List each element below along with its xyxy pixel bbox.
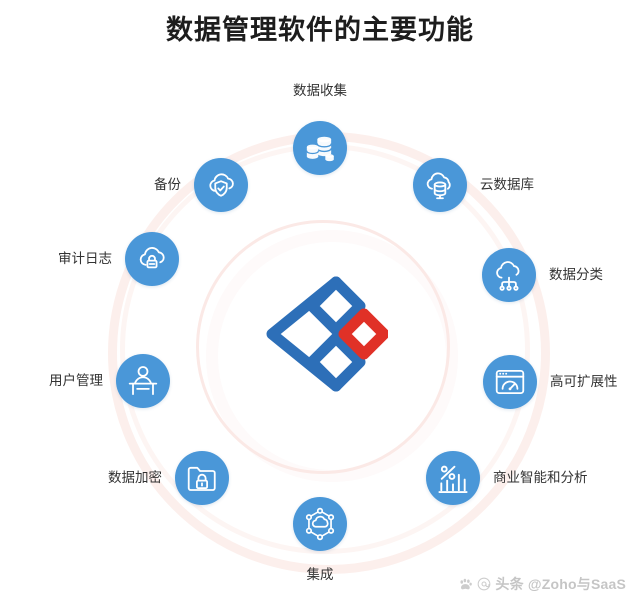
paw-icon xyxy=(458,577,473,592)
node-label-backup: 备份 xyxy=(154,177,181,192)
node-label-high-scalability: 高可扩展性 xyxy=(550,374,618,389)
browser-gauge-icon xyxy=(483,355,537,409)
node-label-data-classification: 数据分类 xyxy=(549,267,603,282)
percent-barchart-icon xyxy=(426,451,480,505)
cloud-lock-icon xyxy=(125,232,179,286)
watermark: 头条 @Zoho与SaaS xyxy=(458,574,626,594)
zoho-logo xyxy=(252,272,390,396)
node-label-cloud-database: 云数据库 xyxy=(480,177,534,192)
folder-lock-icon xyxy=(175,451,229,505)
watermark-text: 头条 @Zoho与SaaS xyxy=(495,576,626,592)
node-label-data-collection: 数据收集 xyxy=(293,83,347,98)
at-icon xyxy=(477,577,491,591)
cloud-database-icon xyxy=(413,158,467,212)
coins-stack-icon xyxy=(293,121,347,175)
cloud-network-icon xyxy=(482,248,536,302)
user-desk-icon xyxy=(116,354,170,408)
hexagon-cloud-icon xyxy=(293,497,347,551)
node-label-integration: 集成 xyxy=(306,567,334,582)
node-label-data-encryption: 数据加密 xyxy=(108,470,162,485)
cloud-shield-check-icon xyxy=(194,158,248,212)
node-label-business-intelligence: 商业智能和分析 xyxy=(493,470,588,485)
node-label-audit-log: 审计日志 xyxy=(58,251,112,266)
page-title: 数据管理软件的主要功能 xyxy=(166,15,474,45)
node-label-user-management: 用户管理 xyxy=(49,373,103,388)
